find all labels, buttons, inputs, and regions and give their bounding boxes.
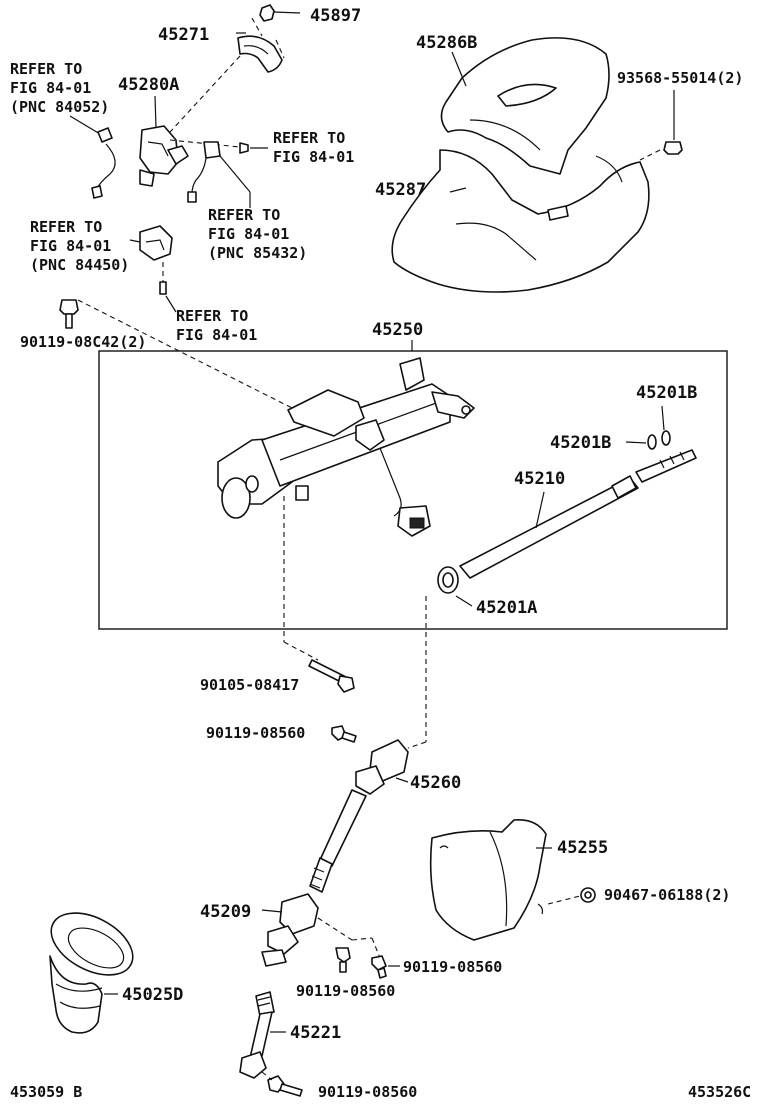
part-45201A-bushing xyxy=(437,566,473,607)
label-90119-08C42: 90119-08C42(2) xyxy=(20,333,146,351)
label-45897: 45897 xyxy=(310,6,361,26)
part-45287-lower-cover xyxy=(391,149,650,293)
part-90119-08560-bolt-a xyxy=(331,725,357,743)
part-45209-universal-joint xyxy=(261,893,381,967)
part-90119-08560-bolt-b xyxy=(335,947,351,973)
label-90119-08560-b: 90119-08560 xyxy=(296,982,395,1000)
assembly-box-45250 xyxy=(98,350,728,630)
label-45271: 45271 xyxy=(158,25,209,45)
label-refer-a-line1: REFER TO xyxy=(10,60,82,78)
label-45025D: 45025D xyxy=(122,985,183,1005)
label-90119-08560-c: 90119-08560 xyxy=(403,958,502,976)
label-45255: 45255 xyxy=(557,838,608,858)
label-45201A: 45201A xyxy=(476,598,537,618)
label-45221: 45221 xyxy=(290,1023,341,1043)
label-refer-d-line2: FIG 84-01 xyxy=(30,237,111,255)
part-90119-08560-bolt-c xyxy=(371,955,400,979)
label-90467-06188: 90467-06188(2) xyxy=(604,886,730,904)
part-45255-hole-cover xyxy=(429,818,552,941)
part-90119-08560-bolt-d xyxy=(261,1071,303,1097)
label-refer-e-line1: REFER TO xyxy=(176,307,248,325)
label-93568-55014: 93568-55014(2) xyxy=(617,69,743,87)
dash-line-shaft-joint-2 xyxy=(407,741,427,749)
part-45260-intermediate-shaft xyxy=(309,739,409,893)
part-refer-b-screw xyxy=(239,142,268,154)
part-45286B-upper-cover xyxy=(440,37,610,175)
label-refer-d-line1: REFER TO xyxy=(30,218,102,236)
label-refer-c-line1: REFER TO xyxy=(208,206,280,224)
part-90467-06188-clip xyxy=(547,887,596,905)
label-45287: 45287 xyxy=(375,180,426,200)
part-45250-column-tube xyxy=(217,357,475,537)
figure-code-left: 453059 B xyxy=(10,1083,82,1101)
label-refer-a-line3: (PNC 84052) xyxy=(10,98,109,116)
label-45260: 45260 xyxy=(410,773,461,793)
part-90105-08417-bolt xyxy=(308,659,355,693)
part-84052-wire-connector xyxy=(69,115,116,199)
part-84450-transponder xyxy=(129,225,173,261)
label-90105-08417: 90105-08417 xyxy=(200,676,299,694)
part-45271-cover xyxy=(236,17,285,73)
part-45210-main-shaft xyxy=(459,449,697,579)
part-93568-screw xyxy=(639,90,683,161)
figure-code-right: 453526C xyxy=(688,1083,751,1101)
label-refer-e-line2: FIG 84-01 xyxy=(176,326,257,344)
label-45250: 45250 xyxy=(372,320,423,340)
label-45201B-a: 45201B xyxy=(636,383,697,403)
label-45286B: 45286B xyxy=(416,33,477,53)
part-45025D-boot xyxy=(49,912,134,1034)
part-45280A-switch-body xyxy=(139,55,241,187)
label-refer-c-line2: FIG 84-01 xyxy=(208,225,289,243)
part-85432-sensor xyxy=(187,141,251,208)
label-90119-08560-a: 90119-08560 xyxy=(206,724,305,742)
part-45201B-snap-rings xyxy=(625,405,671,450)
label-refer-c-line3: (PNC 85432) xyxy=(208,244,307,262)
part-45221-lower-shaft xyxy=(239,991,286,1079)
label-45201B-b: 45201B xyxy=(550,433,611,453)
label-45280A: 45280A xyxy=(118,75,179,95)
label-refer-b-line1: REFER TO xyxy=(273,129,345,147)
label-45209: 45209 xyxy=(200,902,251,922)
part-90119-08C42-bolt xyxy=(59,299,301,413)
dash-line-column-bolt-2 xyxy=(283,641,319,661)
label-90119-08560-d: 90119-08560 xyxy=(318,1083,417,1101)
part-refer-e-screw xyxy=(159,262,177,313)
label-refer-d-line3: (PNC 84450) xyxy=(30,256,129,274)
label-refer-b-line2: FIG 84-01 xyxy=(273,148,354,166)
label-refer-a-line2: FIG 84-01 xyxy=(10,79,91,97)
part-45897-screw xyxy=(259,4,301,22)
label-45210: 45210 xyxy=(514,469,565,489)
